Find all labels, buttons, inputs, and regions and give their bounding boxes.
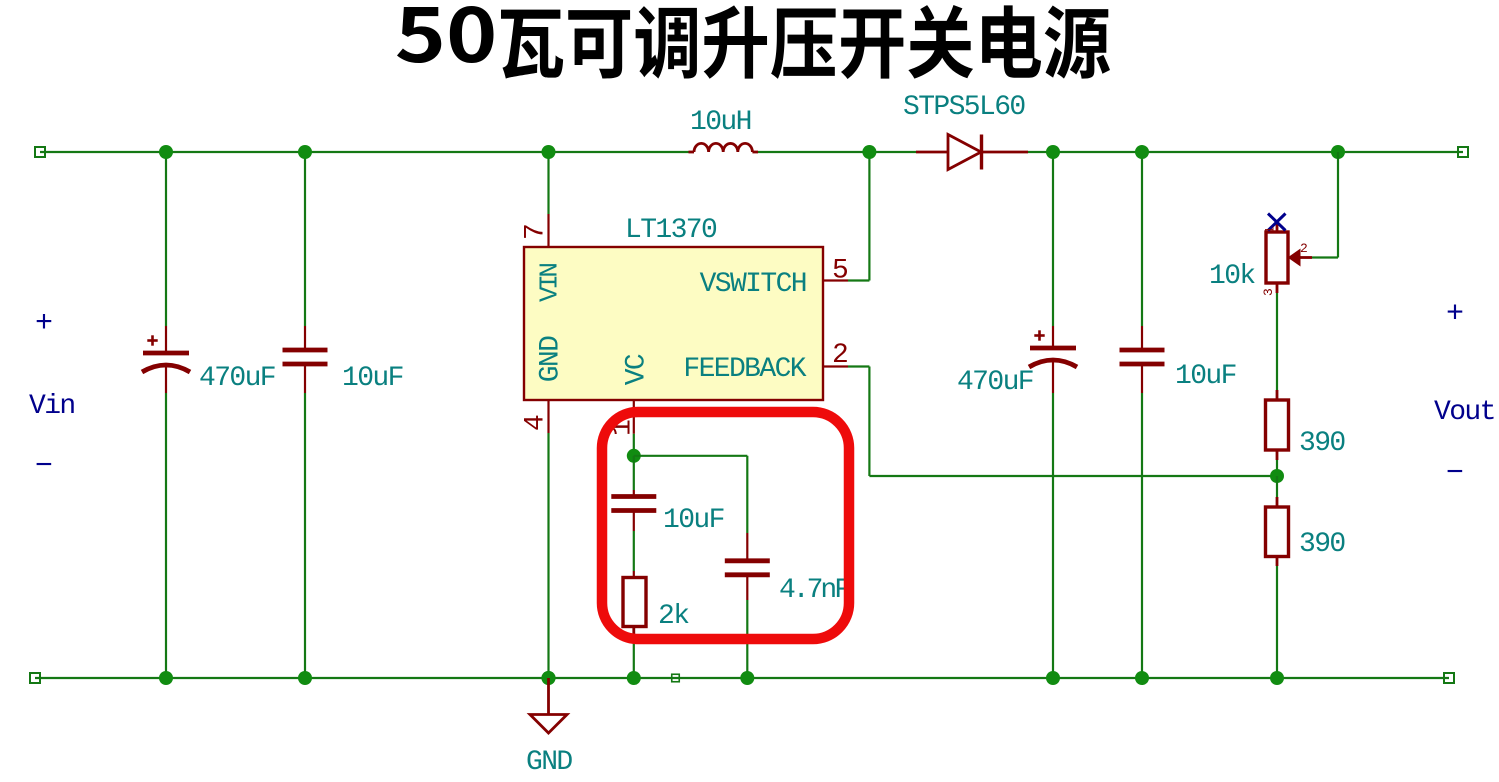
svg-text:Vout: Vout [1434, 397, 1495, 428]
svg-text:STPS5L60: STPS5L60 [903, 92, 1025, 123]
svg-text:470uF: 470uF [199, 363, 275, 394]
svg-text:5: 5 [832, 256, 848, 287]
svg-text:1: 1 [1263, 226, 1278, 234]
svg-text:470uF: 470uF [957, 367, 1033, 398]
svg-text:LT1370: LT1370 [625, 215, 717, 246]
svg-text:10uH: 10uH [690, 107, 751, 138]
svg-text:GND: GND [536, 336, 567, 382]
svg-text:10uF: 10uF [342, 363, 403, 394]
svg-text:7: 7 [521, 225, 552, 240]
svg-text:10uF: 10uF [663, 505, 724, 536]
svg-text:−: − [35, 450, 52, 484]
svg-text:+: + [35, 307, 52, 341]
svg-text:3: 3 [1261, 288, 1276, 296]
svg-text:VSWITCH: VSWITCH [700, 269, 806, 300]
svg-text:390: 390 [1299, 529, 1345, 560]
svg-text:10uF: 10uF [1175, 361, 1236, 392]
svg-text:10k: 10k [1209, 261, 1255, 292]
svg-text:2: 2 [1300, 241, 1308, 256]
svg-text:2k: 2k [658, 601, 689, 632]
svg-text:390: 390 [1299, 428, 1345, 459]
svg-text:Vin: Vin [29, 391, 75, 422]
svg-text:GND: GND [526, 747, 572, 778]
svg-text:2: 2 [832, 340, 847, 371]
svg-text:FEEDBACK: FEEDBACK [683, 354, 806, 385]
svg-text:4.7nF: 4.7nF [779, 575, 849, 606]
svg-text:+: + [1446, 298, 1463, 332]
svg-text:4: 4 [521, 415, 552, 431]
svg-text:VC: VC [622, 354, 653, 385]
svg-text:VIN: VIN [535, 264, 565, 302]
svg-text:−: − [1446, 457, 1463, 491]
